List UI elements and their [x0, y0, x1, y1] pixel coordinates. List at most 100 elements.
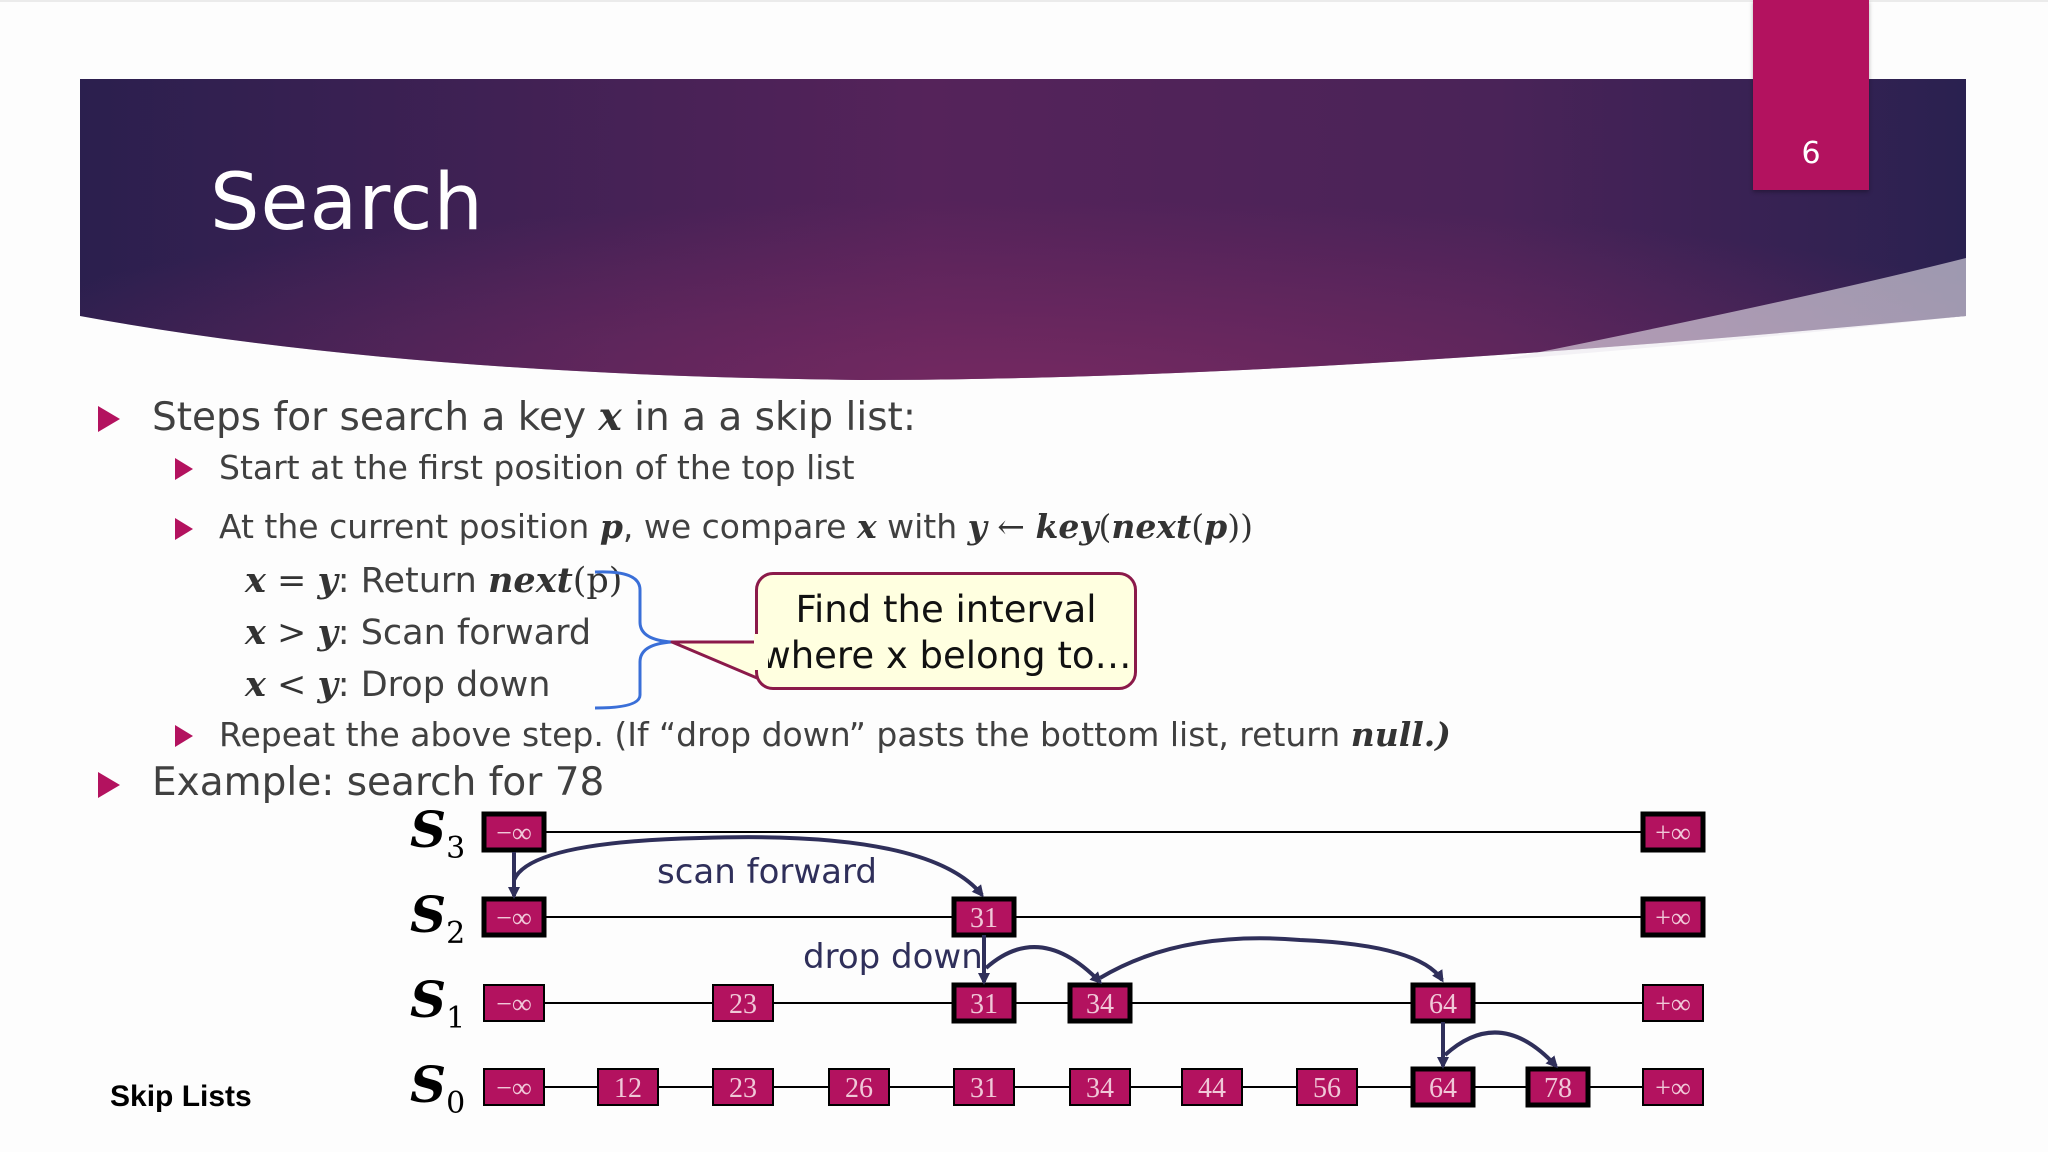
slide-number: 6 — [1753, 0, 1869, 190]
skip-list-node — [597, 1068, 659, 1106]
var-x: x — [856, 507, 877, 546]
assign-arrow: ← — [986, 507, 1036, 546]
fn-next: next — [1111, 507, 1192, 546]
var-x: x — [245, 612, 266, 653]
callout-box: Find the interval where x belong to… — [755, 572, 1137, 690]
bullet-steps-text: Steps for search a key — [152, 395, 599, 440]
node-key: 34 — [1086, 1073, 1114, 1104]
skip-list-node — [1181, 1068, 1243, 1106]
bullet-example: Example: search for 78 — [152, 760, 605, 805]
level-name: S — [410, 1055, 447, 1114]
footer-title: Skip Lists — [110, 1080, 252, 1113]
skip-list-node — [1069, 1068, 1131, 1106]
skip-list-node — [1640, 811, 1706, 853]
level-sub: 0 — [446, 1086, 466, 1121]
compare-text-3: with — [876, 507, 968, 546]
node-key: 64 — [1429, 1073, 1457, 1104]
skip-list-node — [1642, 1068, 1704, 1106]
node-key: 12 — [614, 1073, 642, 1104]
level-label-s0: S0 — [410, 1055, 465, 1121]
sub-bullet-marker-icon — [175, 458, 193, 480]
node-key: +∞ — [1655, 989, 1691, 1020]
search-path-arrow — [1443, 1030, 1559, 1069]
level-name: S — [410, 970, 447, 1029]
drop-down-label: drop down — [803, 937, 983, 977]
level-name: S — [410, 885, 447, 944]
skip-list-node — [481, 896, 547, 938]
skip-list-node — [1296, 1068, 1358, 1106]
op: < — [265, 665, 318, 705]
var-p: p — [599, 507, 623, 546]
null-value: null.) — [1350, 715, 1451, 754]
var-y: y — [967, 507, 987, 546]
var-p: p — [1204, 507, 1228, 546]
bullet-steps: Steps for search a key x in a a skip lis… — [152, 394, 916, 440]
scan-forward-label: scan forward — [657, 852, 877, 892]
node-key: 78 — [1544, 1073, 1572, 1104]
compare-text-2: , we compare — [622, 507, 857, 546]
bullet-start: Start at the first position of the top l… — [219, 448, 855, 487]
case-greater: x > y: Scan forward — [245, 612, 591, 653]
skip-list-node — [1525, 1066, 1591, 1108]
node-key: 31 — [970, 989, 998, 1020]
skip-list-node — [483, 984, 545, 1022]
node-key: −∞ — [496, 818, 532, 849]
paren: ( — [1191, 507, 1205, 546]
sub-bullet-marker-icon — [175, 518, 193, 540]
skip-list-node — [481, 811, 547, 853]
level-sub: 3 — [446, 831, 466, 866]
level-sub: 2 — [446, 916, 466, 951]
skip-list-node — [1410, 1066, 1476, 1108]
case-text: : Scan forward — [337, 613, 592, 653]
bullet-marker-icon — [98, 772, 120, 798]
bullet-compare: At the current position p, we compare x … — [219, 507, 1253, 546]
case-text: : Drop down — [337, 665, 551, 705]
bullet-marker-icon — [98, 406, 120, 432]
skip-list-node — [953, 1068, 1015, 1106]
fn-next: next — [487, 560, 573, 601]
skip-list-node — [1067, 982, 1133, 1024]
bullet-steps-text-end: in a a skip list: — [621, 395, 916, 440]
skip-list-node — [1640, 896, 1706, 938]
node-key: 34 — [1086, 989, 1114, 1020]
search-path-arrow — [512, 835, 984, 898]
node-key: 64 — [1429, 989, 1457, 1020]
node-key: −∞ — [496, 1073, 532, 1104]
node-key: −∞ — [496, 903, 532, 934]
node-key: 31 — [970, 1073, 998, 1104]
skip-list-node — [1410, 982, 1476, 1024]
case-less: x < y: Drop down — [245, 664, 550, 705]
node-key: 56 — [1313, 1073, 1341, 1104]
level-sub: 1 — [446, 1001, 466, 1036]
skip-list-node — [828, 1068, 890, 1106]
fn-key: key — [1035, 507, 1099, 546]
slide-title: Search — [210, 158, 484, 248]
level-label-s3: S3 — [410, 800, 465, 866]
callout-line-2: where x belong to… — [760, 634, 1132, 677]
node-key: −∞ — [496, 989, 532, 1020]
skip-list-node — [951, 982, 1017, 1024]
callout-line-1: Find the interval — [795, 588, 1097, 631]
skip-list-node — [483, 1068, 545, 1106]
skip-list-node — [712, 984, 774, 1022]
var-x: x — [245, 664, 266, 705]
node-key: 26 — [845, 1073, 873, 1104]
var-y: y — [317, 612, 338, 653]
search-path-arrow — [1098, 936, 1444, 983]
node-key: 23 — [729, 1073, 757, 1104]
bullet-repeat: Repeat the above step. (If “drop down” p… — [219, 715, 1451, 754]
node-key: +∞ — [1655, 818, 1691, 849]
var-y: y — [317, 560, 338, 601]
skip-list-node — [1642, 984, 1704, 1022]
op: > — [265, 613, 318, 653]
skip-list-node — [712, 1068, 774, 1106]
paren: )) — [1227, 507, 1253, 546]
callout-pointer-cover — [754, 634, 768, 670]
node-key: 23 — [729, 989, 757, 1020]
sub-bullet-marker-icon — [175, 725, 193, 747]
node-key: +∞ — [1655, 1073, 1691, 1104]
op: = — [265, 561, 318, 601]
var-y: y — [317, 664, 338, 705]
compare-text: At the current position — [219, 507, 600, 546]
title-banner — [0, 0, 2048, 380]
